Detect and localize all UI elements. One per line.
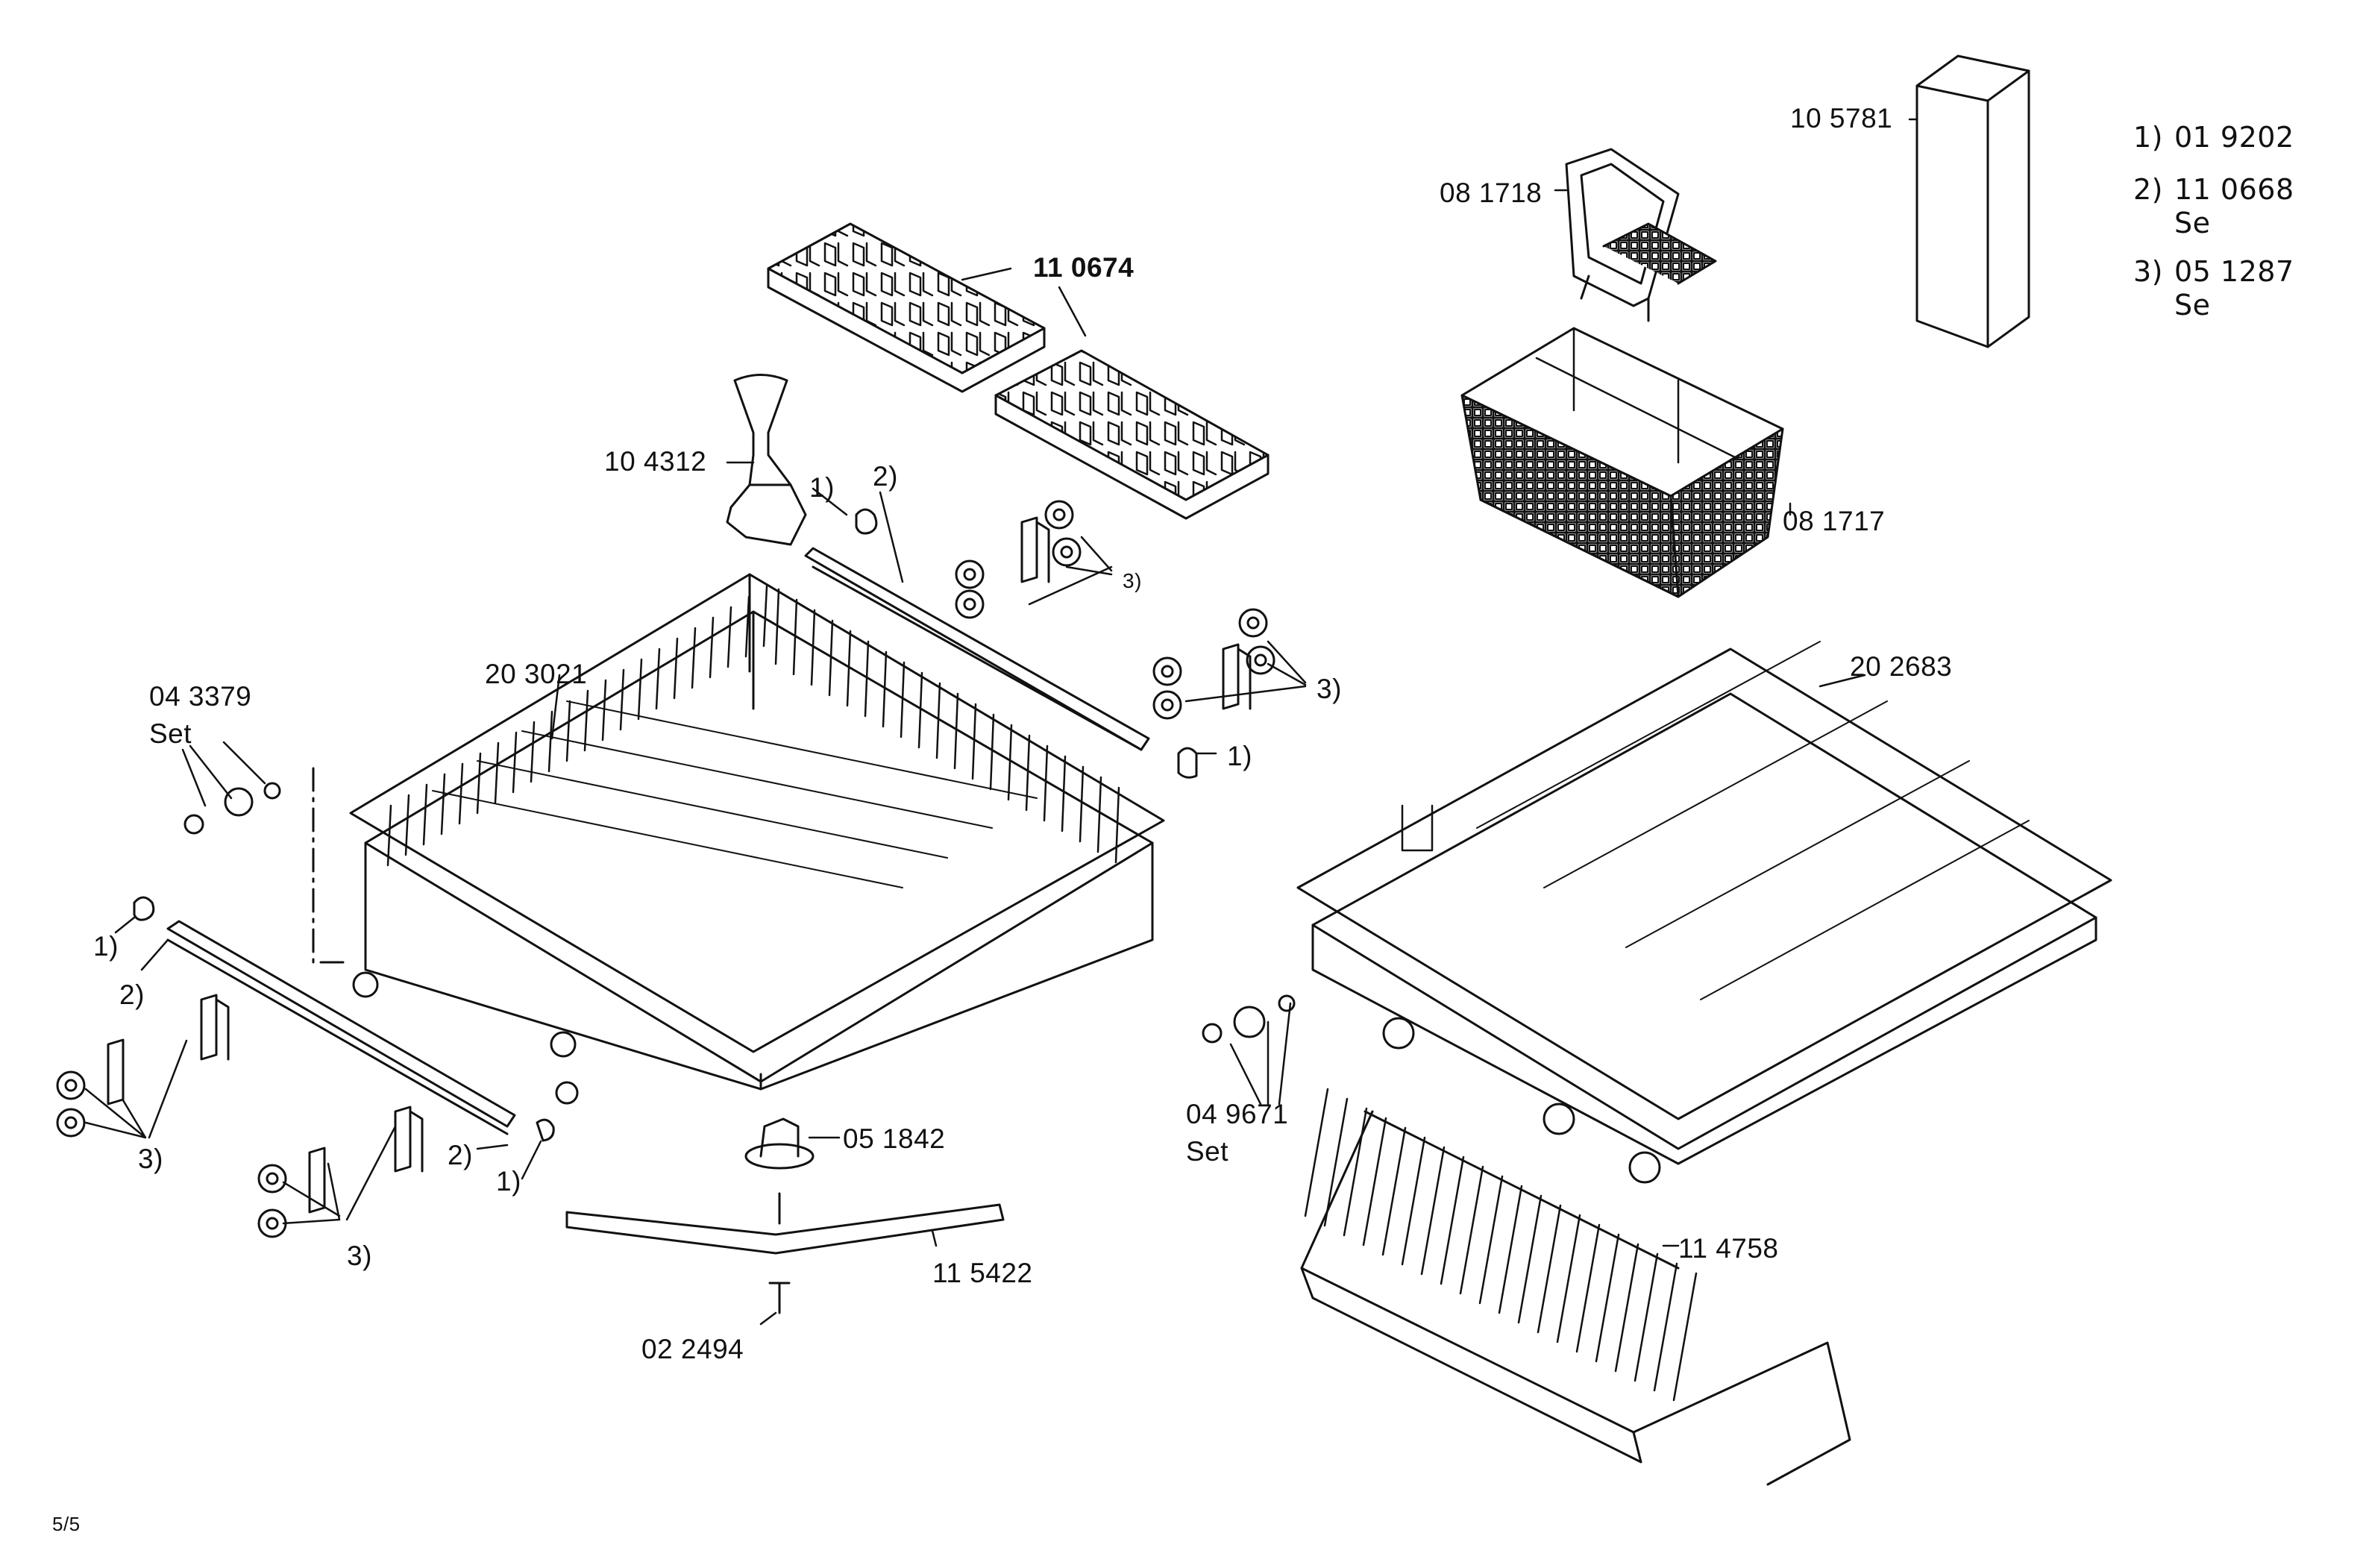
legend-part-2: 11 0668 <box>2174 173 2294 206</box>
tine-insert-drawing <box>767 222 1270 520</box>
callout-2-lower: 2) <box>448 1140 473 1170</box>
part-label-203021: 20 3021 <box>485 659 588 689</box>
part-label-202683: 20 2683 <box>1850 651 1953 682</box>
part-label-049671: 04 9671 <box>1186 1099 1289 1129</box>
set-label-b: Set <box>1186 1136 1229 1167</box>
legend-part-1: 01 9202 <box>2174 121 2294 154</box>
part-label-114758: 11 4758 <box>1678 1233 1779 1264</box>
left-rail-drawing <box>166 920 516 1135</box>
legend-key-2: 2) <box>2133 173 2164 206</box>
part-label-022494: 02 2494 <box>641 1334 744 1364</box>
legend-key-3: 3) <box>2133 255 2164 288</box>
part-label-115422: 11 5422 <box>932 1258 1033 1288</box>
roller-sets-drawing <box>56 500 1296 1238</box>
callout-1-left: 1) <box>93 931 119 962</box>
lower-basket-drawing <box>1296 641 2112 1184</box>
part-label-105781: 10 5781 <box>1790 103 1893 134</box>
clip-parts-drawing <box>133 508 1198 1142</box>
tine-rack-drawing <box>1300 1110 1851 1486</box>
callout-3-left-a: 3) <box>138 1144 163 1174</box>
cup-holder-drawing <box>726 374 807 546</box>
callout-2-left: 2) <box>119 979 145 1010</box>
basket-handle-drawing <box>1565 148 1717 322</box>
legend-note-3: Se <box>2174 289 2211 322</box>
part-label-051842: 05 1842 <box>843 1123 946 1154</box>
part-label-043379: 04 3379 <box>149 681 252 712</box>
part-label-110674: 11 0674 <box>1033 252 1135 283</box>
upper-basket-drawing <box>312 573 1165 1105</box>
callout-3-upper-b: 3) <box>1317 674 1342 704</box>
set-label-a: Set <box>149 718 192 749</box>
part-label-081717: 08 1717 <box>1783 506 1886 536</box>
legend-key-1: 1) <box>2133 121 2164 154</box>
callout-1-lower: 1) <box>496 1166 521 1197</box>
cutlery-basket-drawing <box>1460 327 1784 598</box>
part-label-104312: 10 4312 <box>604 446 707 477</box>
upper-rail-drawing <box>804 547 1150 751</box>
callout-2-upper: 2) <box>873 461 898 492</box>
callout-1-upper: 1) <box>809 472 835 503</box>
tall-container-drawing <box>1915 54 2030 348</box>
leader-lines <box>84 118 1918 1326</box>
callout-1-right: 1) <box>1227 741 1252 771</box>
legend-part-3: 05 1287 <box>2174 255 2294 288</box>
spray-arm-drawing <box>565 1117 1005 1314</box>
part-label-081718: 08 1718 <box>1440 178 1543 208</box>
page-number: 5/5 <box>52 1513 81 1535</box>
callout-3-upper-a: 3) <box>1123 569 1142 592</box>
legend-note-2: Se <box>2174 207 2211 239</box>
callout-3-left-b: 3) <box>347 1241 372 1271</box>
